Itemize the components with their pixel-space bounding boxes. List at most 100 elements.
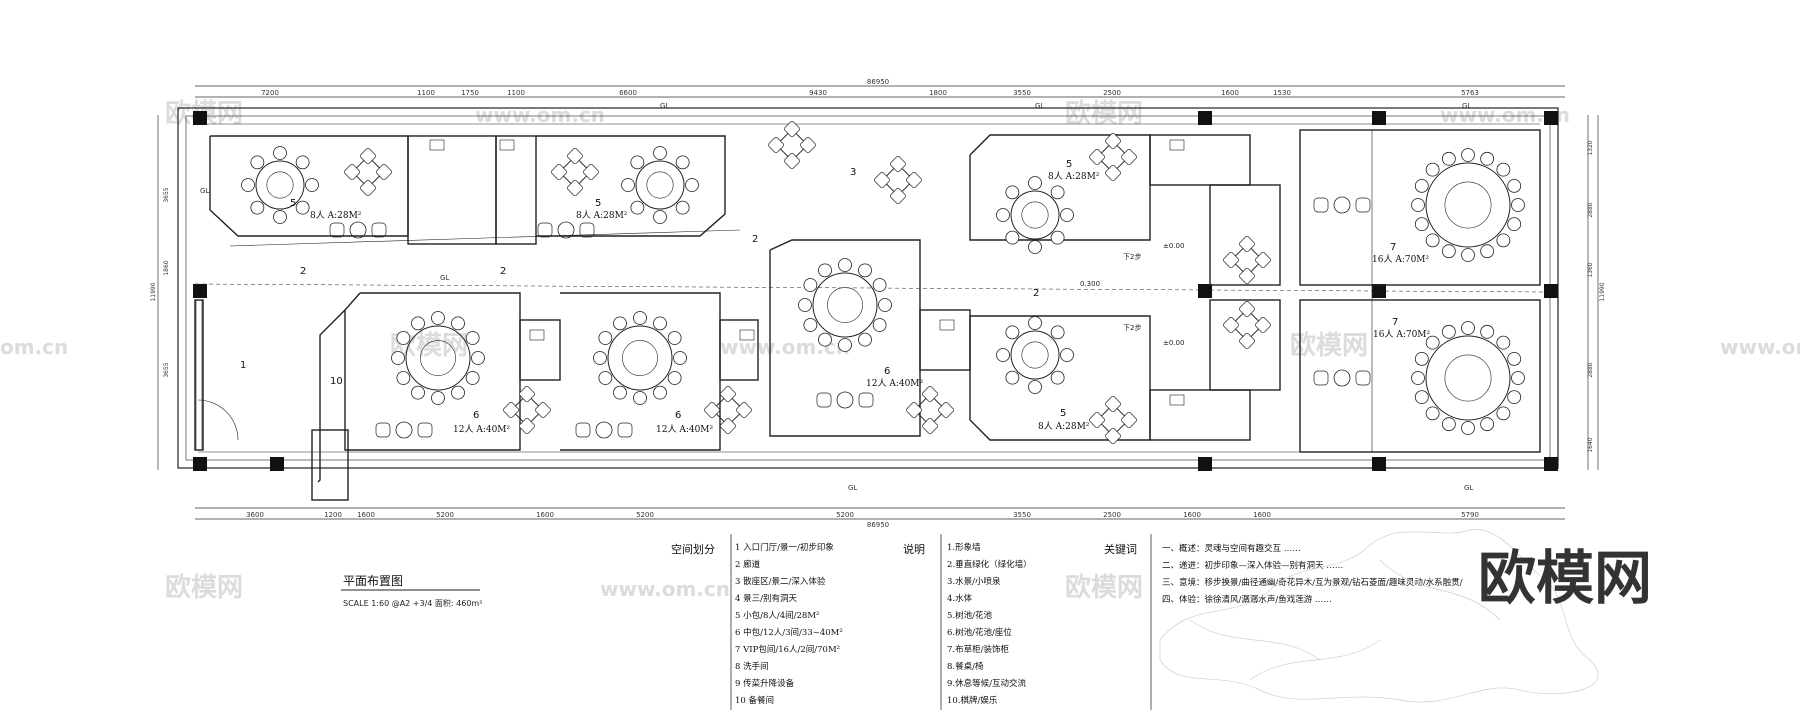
dim-top-segments: 7200 1100 1750 1100 6600 9430 1800 3550 …: [261, 89, 1479, 97]
chair: [431, 391, 445, 405]
chair: [1104, 395, 1122, 413]
lazy-susan: [622, 340, 658, 376]
note-item: 6.树池/花池/座位: [947, 627, 1012, 638]
chair: [1050, 185, 1065, 200]
watermark-url: om.cn: [0, 335, 68, 359]
space-item: 10 备餐间: [735, 695, 774, 706]
gl-label: GL: [1462, 102, 1471, 110]
chair: [653, 385, 667, 400]
svg-text:2: 2: [300, 266, 306, 277]
lazy-susan: [827, 287, 863, 323]
chair: [518, 417, 536, 435]
chair: [375, 163, 393, 181]
chair: [838, 338, 852, 352]
chair: [1496, 162, 1511, 177]
toilet-fixture: [1169, 139, 1185, 151]
dim-bottom-seg: 1600: [536, 511, 554, 519]
dim-top-total: 86950: [867, 78, 889, 86]
chair: [996, 348, 1010, 362]
chair: [502, 401, 520, 419]
chair: [1480, 417, 1495, 432]
toilet-fixture: [499, 139, 515, 151]
chair: [1441, 324, 1456, 339]
chair: [858, 332, 872, 347]
armchair: [329, 222, 345, 238]
card-table: [1096, 140, 1130, 174]
svg-text:7: 7: [1390, 242, 1396, 253]
lazy-susan: [1021, 341, 1049, 369]
watermark-logo: 欧模网: [1065, 572, 1143, 603]
chair: [1238, 267, 1256, 285]
dim-top-seg: 9430: [809, 89, 827, 97]
chair: [1005, 325, 1020, 340]
table-sets: [241, 120, 1525, 445]
dimension-lines: [157, 85, 1599, 520]
note-item: 9.休息等候/互动交流: [947, 678, 1026, 689]
chair: [295, 200, 310, 215]
round-table: [405, 325, 471, 391]
dim-top-seg: 2500: [1103, 89, 1121, 97]
chair: [396, 331, 411, 345]
room-numbers: 1 10 2 2 2 2 3 5 5 5 5 6 6 6 7 7: [240, 159, 1398, 421]
card-table: [913, 393, 947, 427]
elevation: 0.300: [1080, 280, 1100, 288]
dim-left-seg: 3655: [163, 187, 170, 202]
chair: [905, 401, 923, 419]
dim-bottom-seg: 5200: [436, 511, 454, 519]
chair: [1088, 411, 1106, 429]
chair: [1461, 248, 1475, 262]
note-item: 3.水景/小喷泉: [947, 576, 1001, 587]
chair: [858, 263, 872, 278]
chair: [630, 200, 645, 215]
armchair: [375, 422, 391, 438]
dim-top-seg: 5763: [1461, 89, 1479, 97]
chair: [803, 318, 818, 332]
svg-text:6: 6: [473, 410, 479, 421]
chair: [667, 371, 682, 385]
chair: [566, 147, 584, 165]
chair: [1104, 164, 1122, 182]
interior-partitions: [194, 129, 1546, 501]
card-table: [1230, 243, 1264, 277]
card-table: [558, 155, 592, 189]
space-item: 5 小包/8人/4间/28M²: [735, 610, 819, 621]
chair: [1060, 348, 1074, 362]
keyword-item: 三、意境：移步换景/曲径通幽/奇花异木/互为景观/钻石菱面/趣味灵动/水系融贯/: [1162, 577, 1463, 588]
dim-left: 3655 1860 3655 11990: [150, 187, 170, 377]
dim-bottom-seg: 5790: [1461, 511, 1479, 519]
room-area-tags: 8人 A:28M² 8人 A:28M² 8人 A:28M² 8人 A:28M² …: [310, 171, 1431, 435]
note-item: 10.棋牌/娱乐: [947, 695, 998, 706]
round-table: [635, 160, 685, 210]
chair: [1005, 230, 1020, 245]
chair: [613, 385, 627, 400]
card-table: [510, 393, 544, 427]
chair: [273, 210, 287, 224]
chair: [1028, 380, 1042, 394]
chair: [582, 163, 600, 181]
room-tag: 16人 A:70M²: [1372, 254, 1430, 265]
chair: [873, 171, 891, 189]
chair: [838, 258, 852, 272]
armchair: [617, 422, 633, 438]
dim-top-seg: 7200: [261, 89, 279, 97]
dim-right-seg: 1320: [1587, 140, 1594, 155]
chair: [241, 178, 255, 192]
chair: [1496, 406, 1511, 421]
dim-left-seg: 1860: [163, 260, 170, 275]
dim-bottom-seg: 5200: [636, 511, 654, 519]
watermark-logo: 欧模网: [1290, 330, 1368, 361]
chair: [1507, 390, 1522, 405]
side-table: [349, 221, 367, 239]
chair: [1414, 178, 1429, 193]
side-table: [836, 391, 854, 409]
chair: [872, 318, 887, 332]
space-item: 2 廊道: [735, 559, 761, 570]
space-item: 7 VIP包间/16人/2间/70M²: [735, 644, 840, 655]
card-table: [881, 163, 915, 197]
note-item: 1.形象墙: [947, 542, 981, 553]
brand-logo-text: 欧模网: [1478, 544, 1652, 612]
note-item: 2.垂直绿化（绿化墙）: [947, 559, 1032, 570]
chair: [1005, 185, 1020, 200]
space-item: 9 传菜升降设备: [735, 678, 795, 689]
